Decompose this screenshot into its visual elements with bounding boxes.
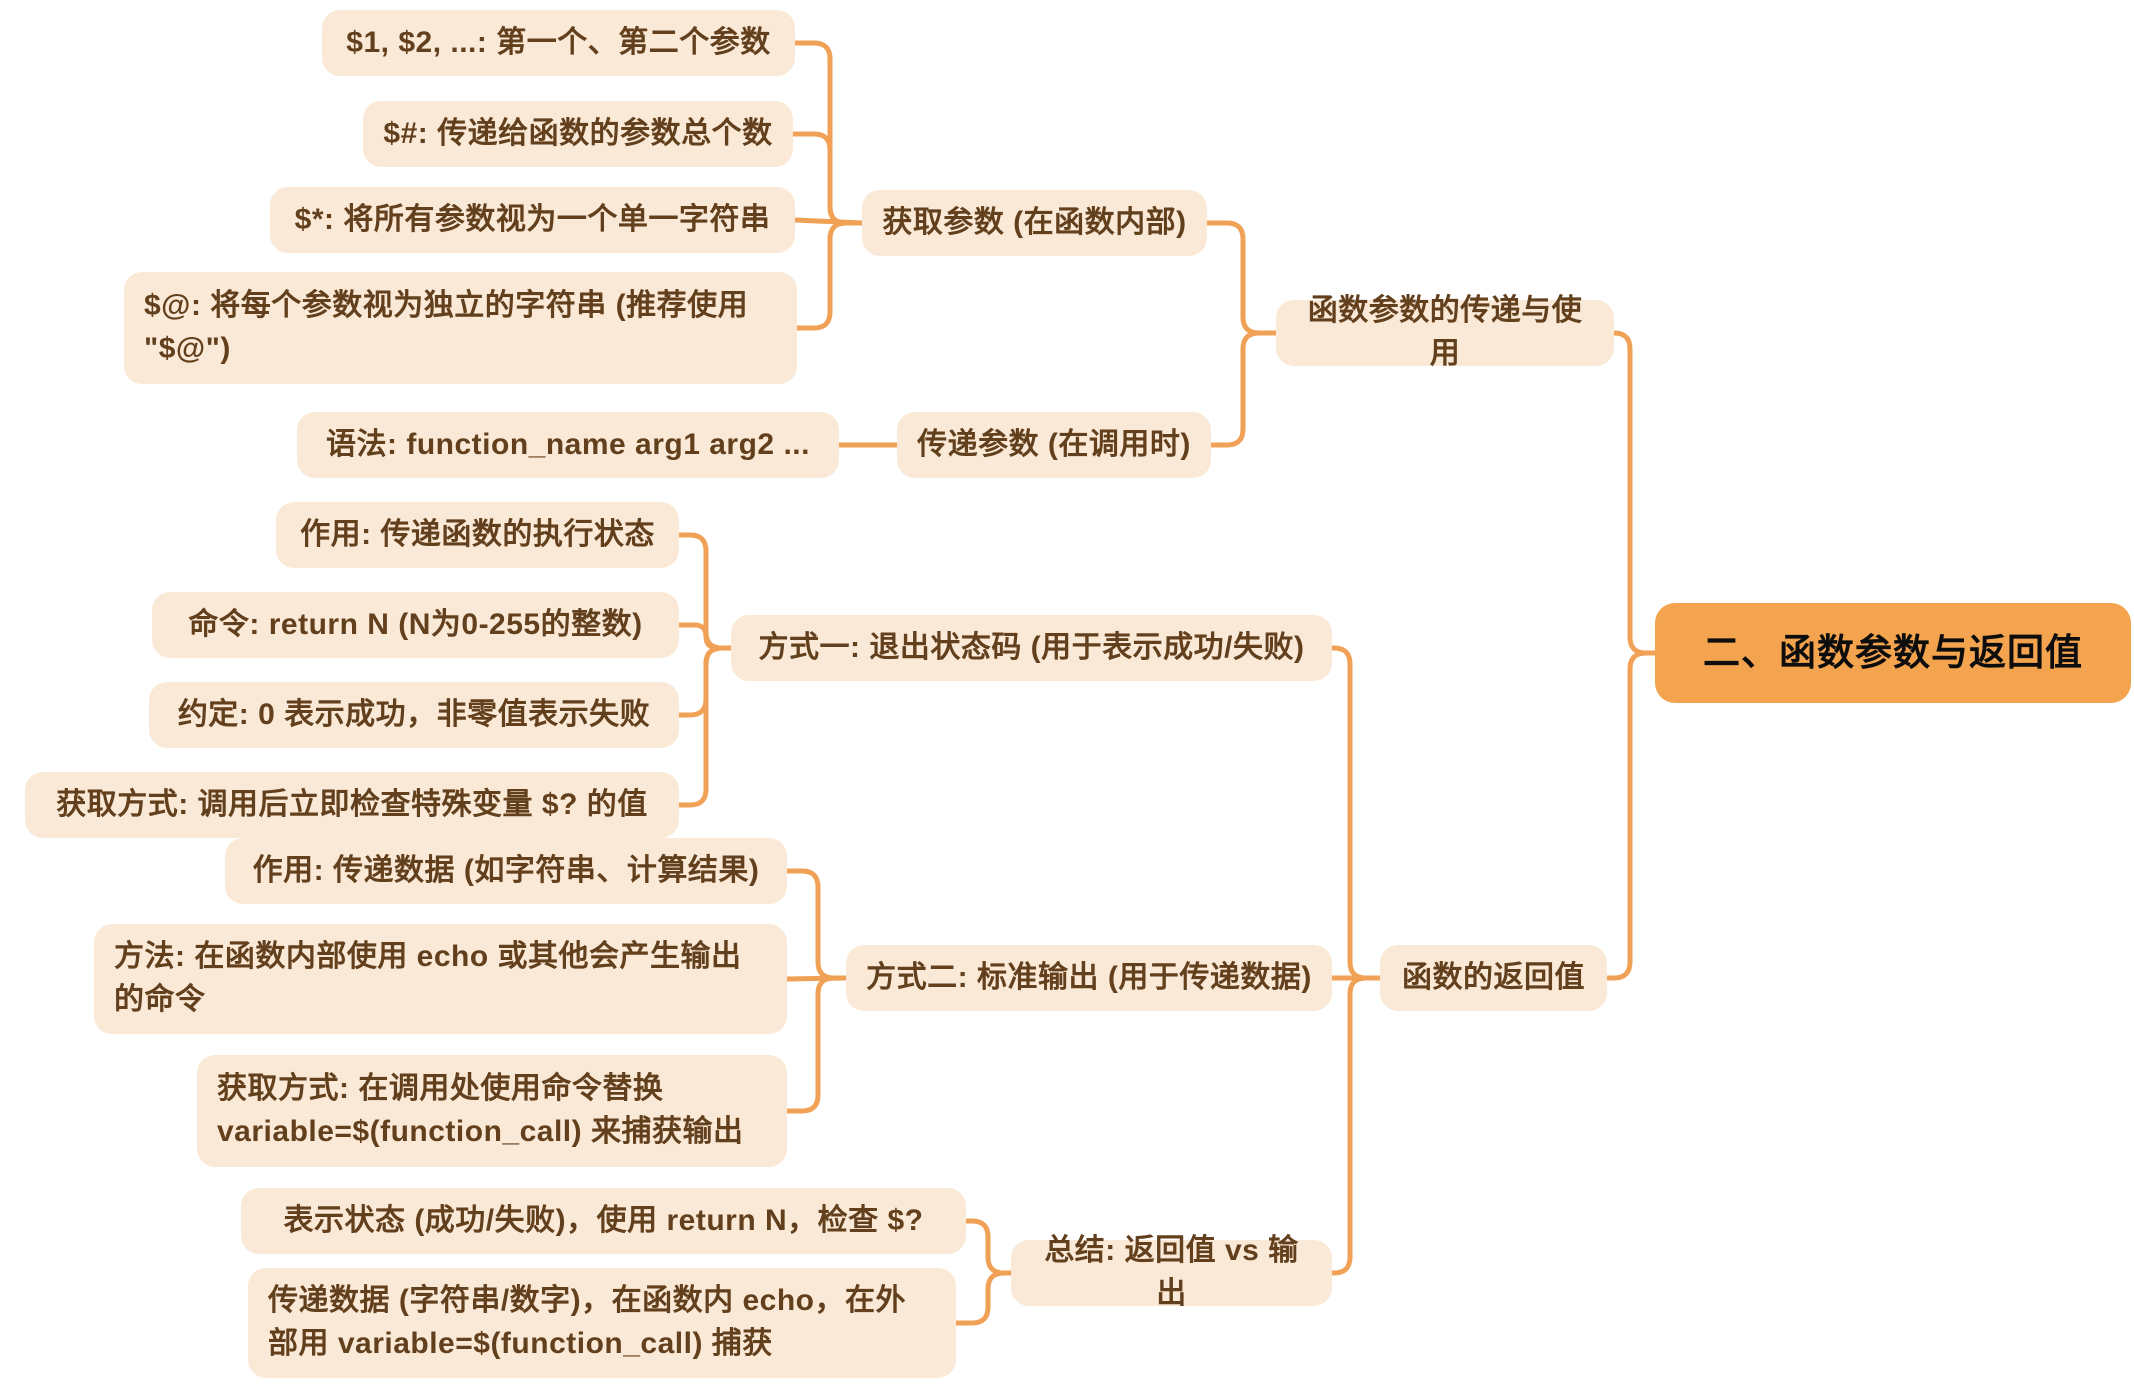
connector-line [784, 975, 849, 1114]
node-param-count: $#: 传递给函数的参数总个数 [363, 101, 793, 167]
connector-line [676, 645, 734, 808]
connector-line [1604, 650, 1658, 981]
node-exit-capture: 获取方式: 调用后立即检查特殊变量 $? 的值 [25, 772, 679, 838]
node-star-params: $*: 将所有参数视为一个单一字符串 [270, 187, 795, 253]
node-stdout-purpose: 作用: 传递数据 (如字符串、计算结果) [225, 838, 787, 904]
connector-line [1329, 645, 1383, 981]
node-summary: 总结: 返回值 vs 输出 [1011, 1234, 1332, 1310]
connector-line [963, 1218, 1014, 1276]
node-return-command: 命令: return N (N为0-255的整数) [152, 592, 679, 658]
connector-line [794, 220, 865, 331]
node-get-params: 获取参数 (在函数内部) [862, 190, 1207, 256]
node-stdout-method: 方法: 在函数内部使用 echo 或其他会产生输出 的命令 [94, 924, 787, 1034]
node-exit-convention: 约定: 0 表示成功，非零值表示失败 [149, 682, 679, 748]
node-exit-status-purpose: 作用: 传递函数的执行状态 [276, 502, 679, 568]
connector-line [1611, 330, 1658, 656]
node-return-branch: 函数的返回值 [1380, 945, 1607, 1011]
connector-line [784, 868, 849, 981]
connector-line [953, 1270, 1014, 1326]
node-call-syntax: 语法: function_name arg1 arg2 ... [297, 412, 839, 478]
connector-line [1204, 220, 1279, 336]
node-param-branch: 函数参数的传递与使用 [1276, 294, 1614, 370]
connector-line [676, 622, 734, 651]
connector-line [1329, 975, 1383, 1276]
node-stdout-capture: 获取方式: 在调用处使用命令替换 variable=$(function_cal… [197, 1055, 787, 1167]
node-method-stdout: 方式二: 标准输出 (用于传递数据) [846, 945, 1332, 1011]
node-pass-params: 传递参数 (在调用时) [897, 412, 1211, 478]
root-node: 二、函数参数与返回值 [1655, 603, 2131, 703]
node-summary-status: 表示状态 (成功/失败)，使用 return N，检查 $? [241, 1188, 966, 1254]
connector-line [1208, 330, 1279, 448]
node-method-exit-status: 方式一: 退出状态码 (用于表示成功/失败) [731, 615, 1332, 681]
node-positional-params: $1, $2, ...: 第一个、第二个参数 [322, 10, 795, 76]
connector-line [790, 131, 865, 226]
node-at-params: $@: 将每个参数视为独立的字符串 (推荐使用 "$@") [124, 272, 797, 384]
node-summary-data: 传递数据 (字符串/数字)，在函数内 echo，在外 部用 variable=$… [248, 1268, 956, 1378]
